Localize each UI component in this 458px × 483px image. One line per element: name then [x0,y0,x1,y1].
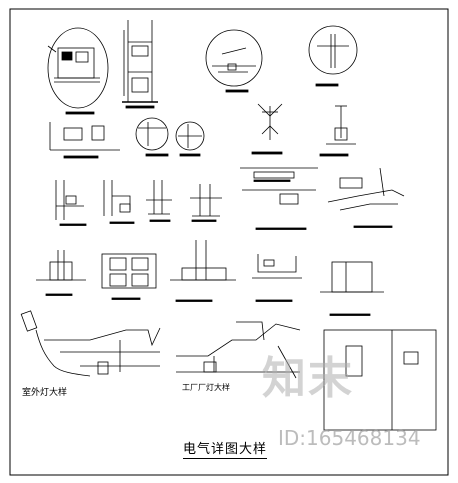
detail-right-frame [323,329,437,431]
detail-grounding-connection [327,167,405,228]
caption-factory-lamp: 工厂厂灯大样 [182,383,230,392]
detail-ground-circle [205,29,263,93]
watermark-logo: 知末 [262,353,354,404]
detail-wall-conduit-d [190,184,222,222]
detail-wall-conduit-c [146,180,172,222]
detail-pole-circle [308,25,358,87]
detail-sleeve-circle-a [135,117,169,157]
detail-factory-lamp [176,321,301,379]
detail-lightning-rod [319,105,356,157]
detail-outdoor-lamp [20,310,161,377]
detail-support-bracket [252,254,302,302]
drawing-title: 电气详图大样 [183,438,268,459]
detail-foundation-b [170,240,236,302]
detail-sleeve-circle-b [175,121,205,157]
sheet-border [9,8,449,476]
detail-cable-trench [240,167,318,230]
detail-riser-section [122,20,158,109]
detail-switchgear-base [320,261,384,316]
detail-panel-box-circle [47,27,109,115]
caption-outdoor-lamp: 室外灯大样 [22,388,68,398]
detail-wall-conduit-b [103,180,135,224]
watermark-id: ID:165468134 [278,426,421,450]
detail-foundation-a [36,250,86,296]
detail-junction-box [49,122,120,159]
detail-lamp-head [251,103,283,155]
detail-wall-conduit-a [55,180,87,226]
detail-socket-panel [101,253,157,300]
